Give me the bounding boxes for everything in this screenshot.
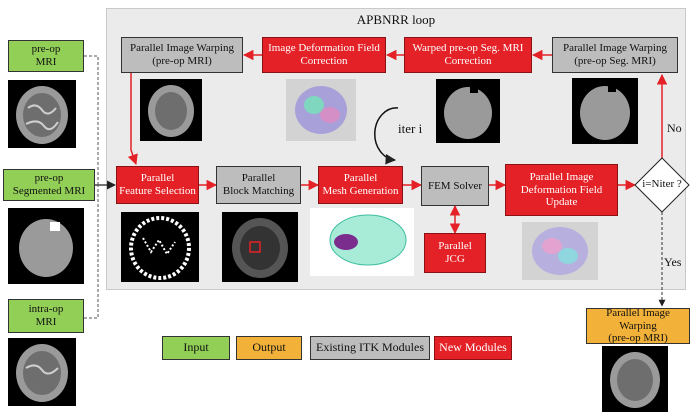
warped-seg-correction-image bbox=[436, 79, 500, 143]
edge-preop-mri-input bbox=[84, 55, 99, 185]
node-parallel-mesh-generation: Parallel Mesh Generation bbox=[318, 166, 403, 204]
block-matching-image bbox=[222, 212, 298, 282]
node-parallel-image-warping-preop-seg: Parallel Image Warping (pre-op Seg. MRI) bbox=[552, 37, 678, 73]
warped-seg-image bbox=[572, 78, 638, 144]
output-parallel-image-warping: Parallel Image Warping (pre-op MRI) bbox=[586, 307, 690, 344]
brain-segmented-preop-image bbox=[8, 208, 84, 284]
node-fem-solver: FEM Solver bbox=[421, 166, 489, 206]
input-intraop-mri: intra-op MRI bbox=[8, 299, 84, 333]
input-preop-segmented-mri: pre-op Segmented MRI bbox=[3, 169, 95, 201]
deformation-field-update-image bbox=[522, 222, 598, 280]
decision-label: i=Niter ? bbox=[642, 178, 682, 190]
feature-selection-image bbox=[121, 212, 199, 282]
brain-warped-mri-image bbox=[140, 79, 202, 141]
brain-mri-intraop-image bbox=[8, 338, 76, 406]
node-parallel-feature-selection: Parallel Feature Selection bbox=[116, 166, 199, 204]
edge-label-no: No bbox=[667, 121, 682, 135]
legend-existing-itk-modules: Existing ITK Modules bbox=[310, 336, 430, 360]
legend-input: Input bbox=[162, 336, 230, 360]
deformation-field-correction-image bbox=[286, 79, 356, 141]
legend-new-modules: New Modules bbox=[434, 336, 512, 360]
brain-mri-preop-image bbox=[8, 80, 76, 148]
legend-output: Output bbox=[236, 336, 302, 360]
node-parallel-idf-update: Parallel Image Deformation Field Update bbox=[505, 164, 618, 216]
loop-title: APBNRR loop bbox=[356, 12, 436, 27]
node-parallel-jcg: Parallel JCG bbox=[424, 233, 486, 273]
iter-label: iter i bbox=[398, 121, 423, 136]
input-preop-mri: pre-op MRI bbox=[8, 40, 84, 72]
node-image-deformation-field-correction: Image Deformation Field Correction bbox=[262, 37, 386, 73]
edge-intraop-mri-input bbox=[84, 185, 99, 319]
node-parallel-block-matching: Parallel Block Matching bbox=[216, 166, 301, 204]
mesh-generation-image bbox=[310, 208, 414, 276]
edge-label-yes: Yes bbox=[664, 255, 682, 269]
node-parallel-image-warping-preop-mri: Parallel Image Warping (pre-op MRI) bbox=[121, 37, 243, 73]
output-warped-mri-image bbox=[602, 346, 668, 412]
node-warped-seg-mri-correction: Warped pre-op Seg. MRI Correction bbox=[404, 37, 532, 73]
